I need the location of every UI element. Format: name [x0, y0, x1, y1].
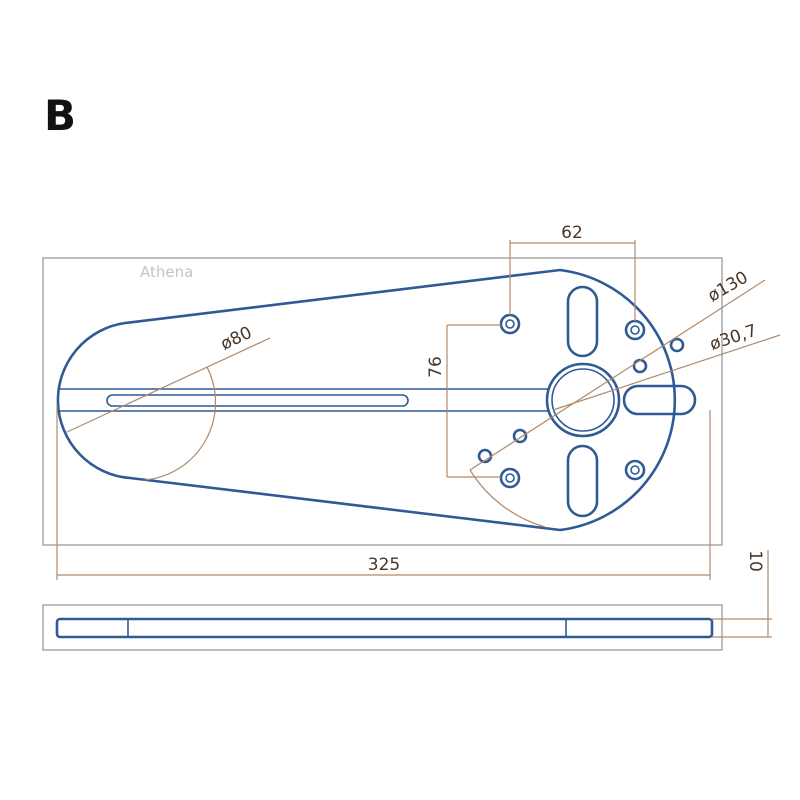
figure-label: B	[44, 91, 76, 140]
svg-text:76: 76	[426, 356, 446, 378]
dimension-diameter-130: ø130	[469, 268, 766, 528]
side-view: 10	[42, 550, 772, 651]
countersunk-holes	[499, 313, 646, 489]
dimension-325: 325	[56, 405, 711, 580]
svg-text:10: 10	[745, 550, 765, 572]
slot-top	[566, 285, 599, 358]
svg-text:62: 62	[561, 223, 583, 243]
svg-text:ø30,7: ø30,7	[707, 321, 759, 355]
dimension-diameter-80: ø80	[66, 323, 271, 481]
plate-side-profile	[55, 617, 714, 639]
svg-text:ø80: ø80	[218, 323, 255, 355]
svg-text:325: 325	[368, 555, 400, 575]
center-bore-inner	[551, 368, 615, 432]
dimension-62: 62	[509, 223, 636, 321]
side-view-frame	[42, 604, 723, 651]
plate-outline	[56, 268, 677, 532]
center-bore-outer	[545, 362, 621, 438]
top-view-frame	[42, 257, 723, 546]
slot-bottom	[566, 444, 599, 518]
rail-channel	[58, 388, 548, 412]
watermark: Athena	[140, 263, 193, 281]
slot-right	[622, 384, 697, 416]
adjustment-slot	[106, 394, 409, 407]
top-view: Athena 62 76	[42, 223, 781, 580]
small-holes	[477, 337, 685, 464]
svg-text:ø130: ø130	[705, 268, 752, 307]
dimension-10: 10	[712, 550, 772, 638]
side-edge-lines	[127, 619, 567, 637]
